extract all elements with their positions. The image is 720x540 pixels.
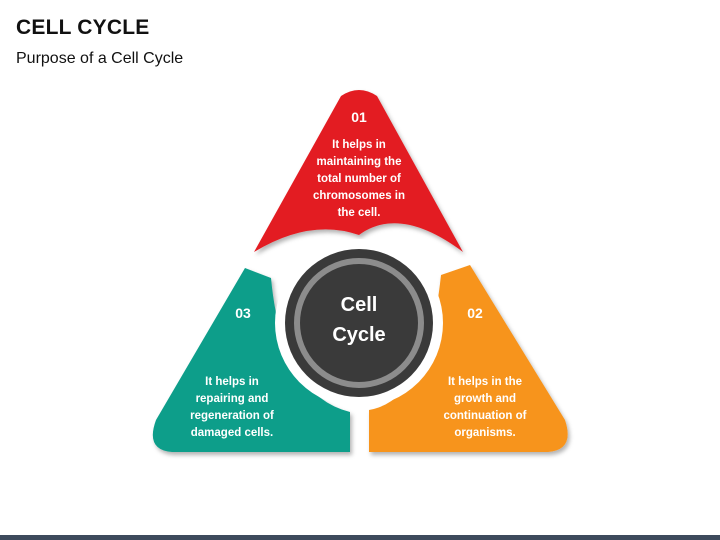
segment-01-text: It helps in maintaining the total number… bbox=[312, 139, 406, 219]
center-ring bbox=[294, 258, 424, 388]
segment-02-shape bbox=[369, 265, 568, 452]
segment-02-text: It helps in the growth and continuation … bbox=[443, 376, 527, 439]
segment-03-number: 03 bbox=[235, 305, 251, 321]
bottom-bar bbox=[0, 535, 720, 540]
segment-03-shape bbox=[152, 268, 350, 452]
segment-01-number: 01 bbox=[351, 109, 367, 125]
segment-01-shape bbox=[254, 90, 463, 252]
center-label: Cell Cycle bbox=[332, 294, 386, 346]
segment-02-number: 02 bbox=[467, 305, 483, 321]
segment-03-text: It helps in repairing and regeneration o… bbox=[190, 376, 274, 439]
page-title: CELL CYCLE bbox=[16, 16, 150, 39]
center-circle bbox=[285, 249, 433, 397]
page-subtitle: Purpose of a Cell Cycle bbox=[16, 50, 184, 67]
